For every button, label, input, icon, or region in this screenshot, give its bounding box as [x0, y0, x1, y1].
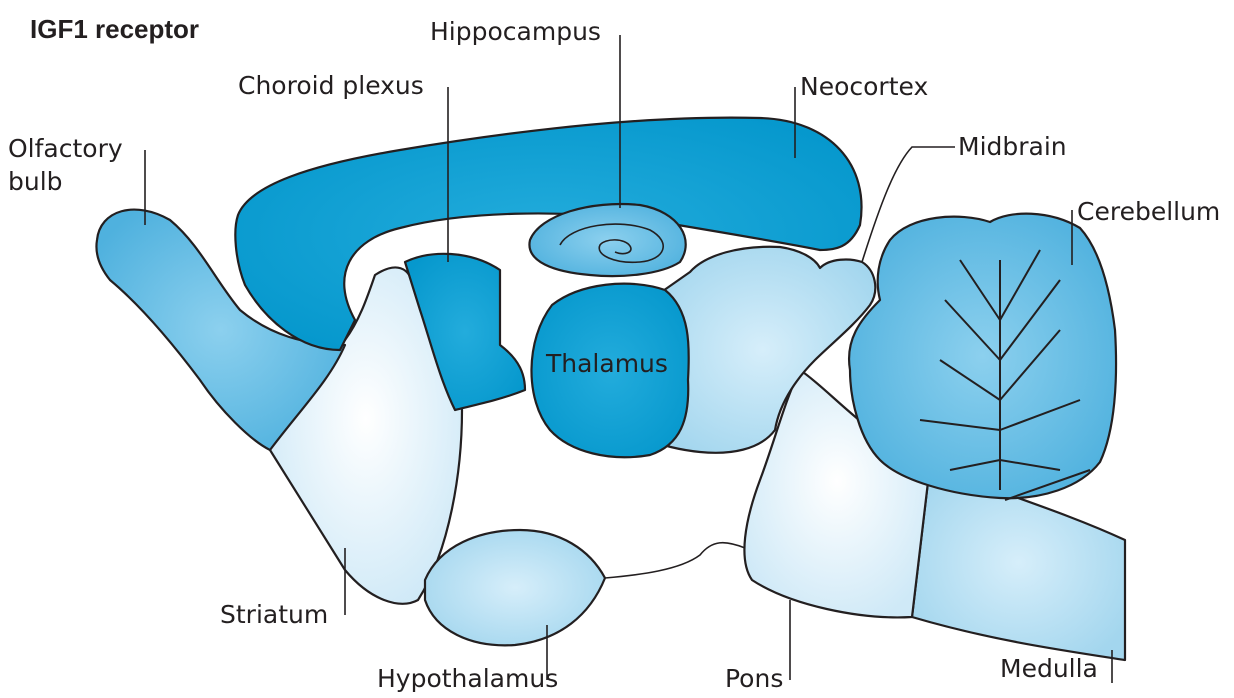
medulla-label: Medulla — [1000, 654, 1098, 683]
striatum-label: Striatum — [220, 600, 328, 629]
hypothalamus-label: Hypothalamus — [377, 664, 558, 693]
ventral-outline — [605, 543, 745, 578]
cerebellum-region — [849, 214, 1116, 499]
thalamus-label: Thalamus — [545, 349, 668, 378]
cerebellum-label: Cerebellum — [1077, 197, 1220, 226]
hippocampus-label: Hippocampus — [430, 17, 601, 46]
hypothalamus-region — [425, 530, 605, 645]
midbrain-label: Midbrain — [958, 132, 1067, 161]
diagram-title: IGF1 receptor — [30, 14, 199, 44]
neocortex-label: Neocortex — [800, 72, 928, 101]
pons-label: Pons — [725, 664, 783, 693]
olfactory-bulb-label-line1: Olfactory — [8, 134, 123, 163]
choroid-plexus-label: Choroid plexus — [238, 71, 424, 100]
olfactory-bulb-label-line2: bulb — [8, 167, 63, 196]
